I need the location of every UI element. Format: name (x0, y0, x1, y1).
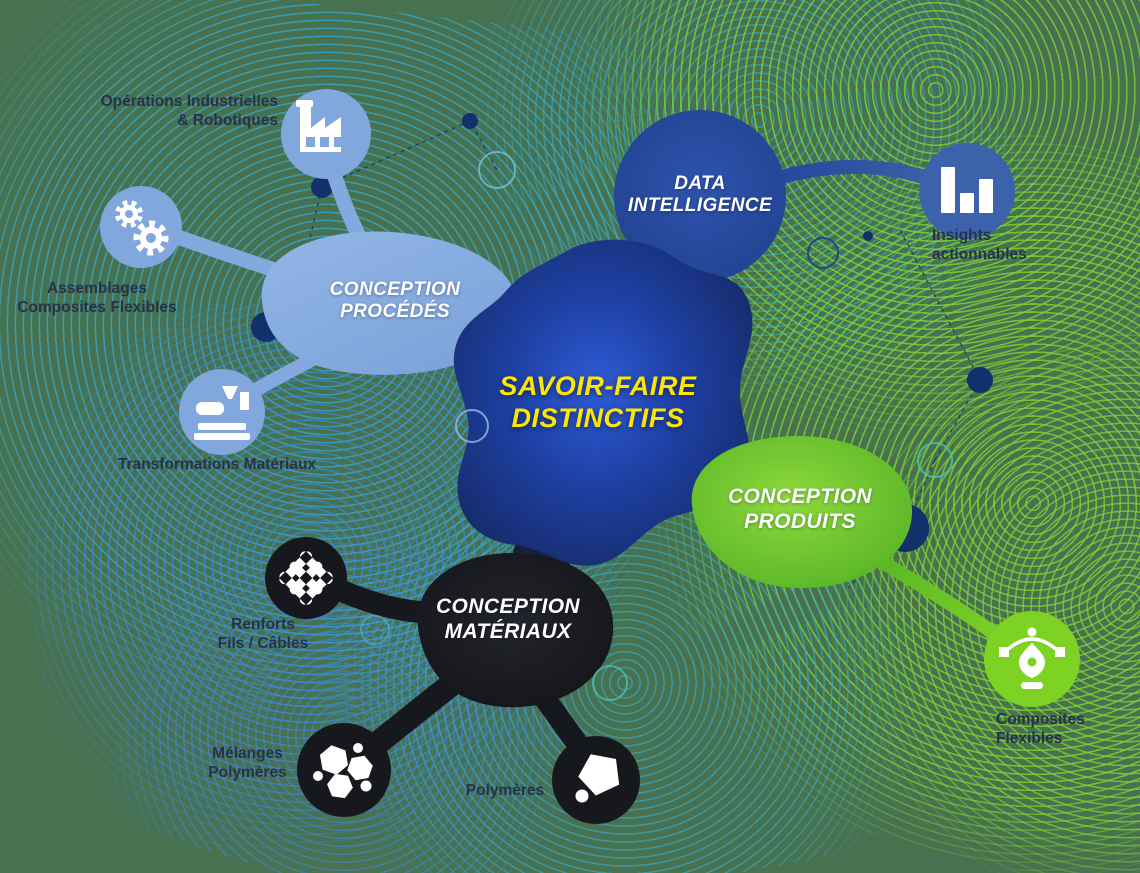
woven-fabric-icon (279, 551, 333, 605)
pentagon-molecule-icon (575, 754, 620, 803)
satellite-insights-circle (919, 143, 1015, 239)
satellite-operations-label: Opérations Industrielles & Robotiques (100, 93, 278, 130)
satellite-polymeres-label: Polymères (465, 782, 545, 799)
cluster-produits-blob (691, 435, 913, 589)
center-title: SAVOIR-FAIRE DISTINCTIFS (499, 371, 697, 433)
cluster-data-label: DATA INTELLIGENCE (627, 173, 773, 217)
cluster-data-blob (614, 110, 786, 282)
injection-machine-icon (194, 386, 250, 440)
factory-icon (296, 100, 343, 152)
satellite-composites-label: Composites Flexibles (996, 711, 1085, 748)
pen-tool-icon (999, 627, 1065, 689)
satellite-transformations-label: Transformations Matériaux (117, 456, 317, 473)
cluster-procedes-blob (261, 231, 518, 375)
outline-rings (360, 151, 953, 701)
satellite-insights-label: Insights actionnables (932, 227, 1027, 264)
cluster-materiaux-blob (417, 553, 614, 708)
bar-chart-icon (941, 167, 993, 213)
center-blob (453, 239, 753, 566)
satellite-renforts-label: Renforts Fils / Câbles (217, 616, 309, 653)
molecules-icon (313, 743, 373, 799)
satellite-assemblages-label: Assemblages Composites Flexibles (17, 280, 177, 317)
cluster-materiaux-label: CONCEPTION MATÉRIAUX (435, 595, 580, 643)
cluster-produits-label: CONCEPTION PRODUITS (727, 485, 872, 533)
satellite-melanges-circle (297, 723, 391, 817)
satellite-melanges-label: Mélanges Polymères (208, 745, 287, 782)
cluster-procedes-label: CONCEPTION PROCÉDÉS (329, 279, 461, 323)
